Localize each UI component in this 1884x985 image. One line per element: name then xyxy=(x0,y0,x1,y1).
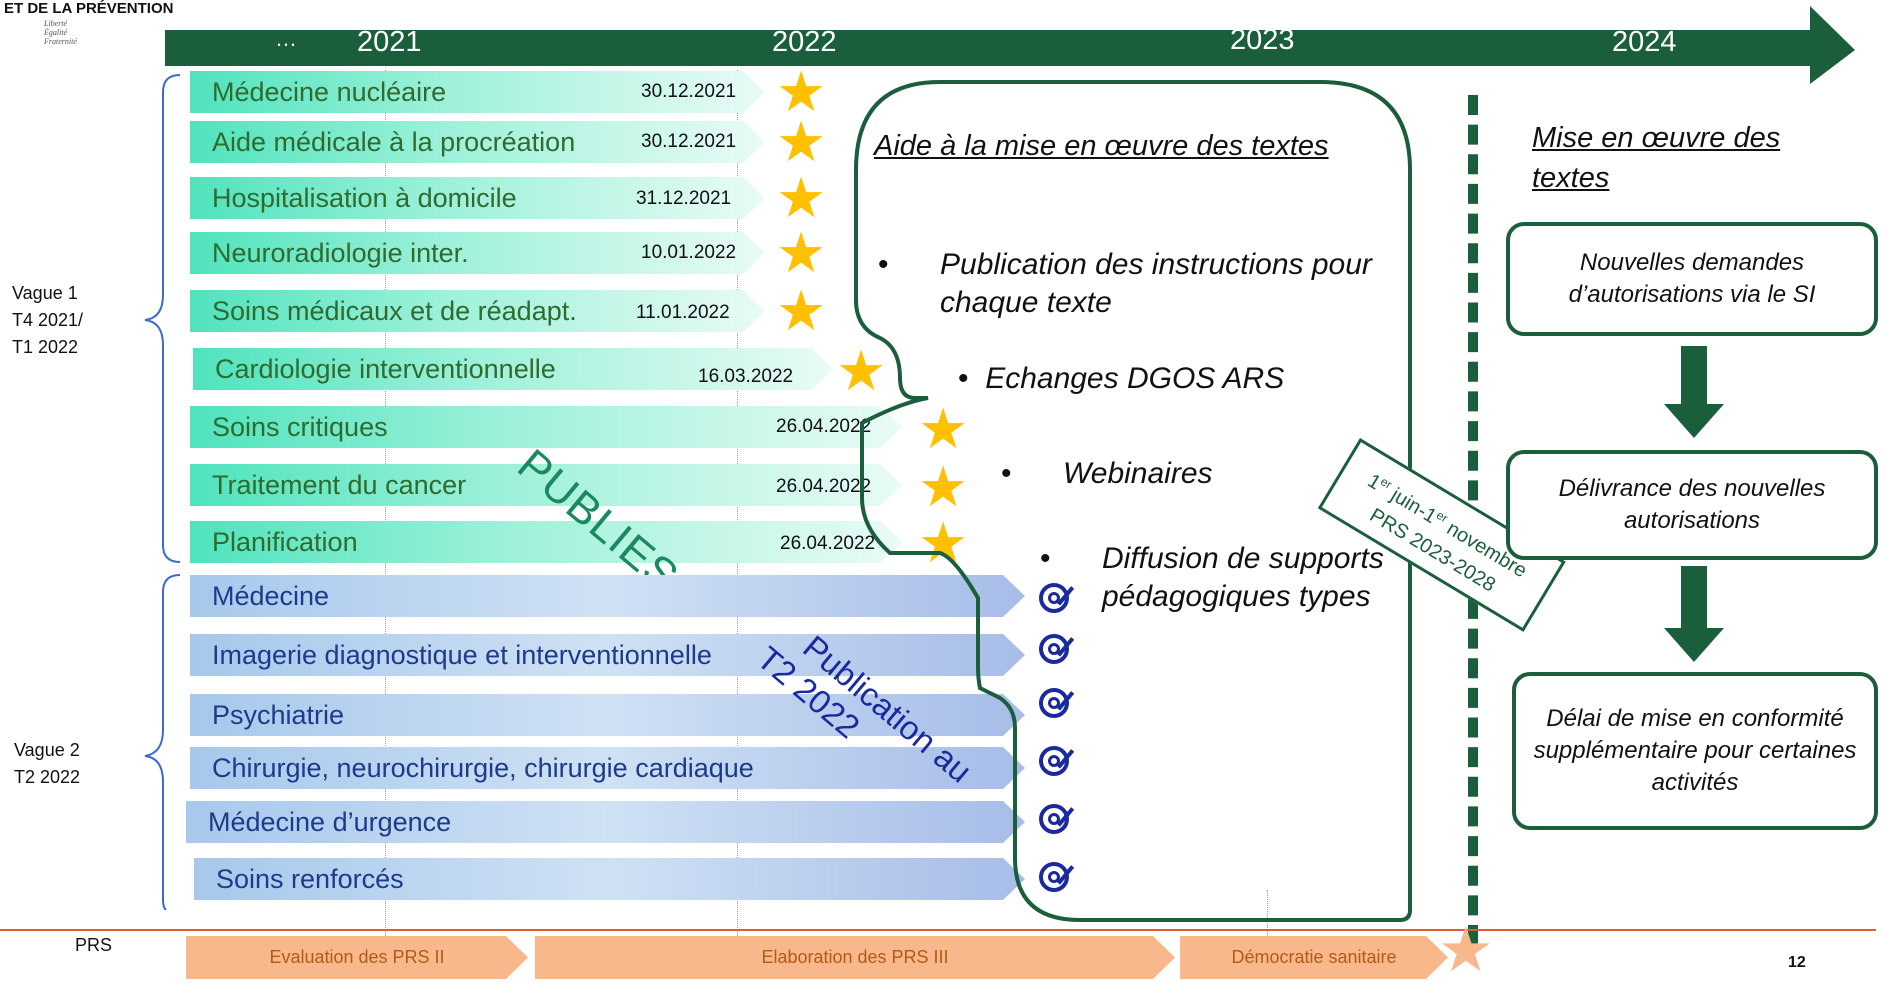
prs-line xyxy=(0,929,1876,931)
aide-bullet: • Diffusion de supports pédagogiques typ… xyxy=(1040,542,1384,613)
wave1-date: 10.01.2022 xyxy=(641,242,737,263)
wave1-item: Soins médicaux et de réadapt. xyxy=(190,290,765,332)
wave2-item: Chirurgie, neurochirurgie, chirurgie car… xyxy=(190,747,1025,789)
wave1-item: Hospitalisation à domicile xyxy=(190,177,765,219)
aide-bullet: • Publication des instructions pour chaq… xyxy=(878,248,1372,319)
aide-title: Aide à la mise en œuvre des textes xyxy=(874,130,1329,162)
prs-phase: Evaluation des PRS II xyxy=(186,936,528,979)
mise-step: Nouvelles demandes d’autorisations via l… xyxy=(1506,222,1878,336)
wave2-item: Médecine d’urgence xyxy=(186,801,1025,843)
wave1-date: 30.12.2021 xyxy=(641,131,737,152)
target-icon xyxy=(1039,583,1069,613)
wave1-item: Soins critiques xyxy=(190,406,902,448)
wave1-item: Neuroradiologie inter. xyxy=(190,232,765,274)
wave1-item: Planification xyxy=(190,521,902,563)
wave2-item: Médecine xyxy=(190,575,1025,617)
republic-motto: Liberté Égalité Fraternité xyxy=(44,19,77,46)
wave1-date: 30.12.2021 xyxy=(641,81,737,102)
mise-step: Délivrance des nouvelles autorisations xyxy=(1506,450,1878,560)
star-icon: ★ xyxy=(918,397,969,460)
wave1-date: 26.04.2022 xyxy=(780,533,876,554)
year-2023: 2023 xyxy=(1230,24,1295,56)
prs-phase: Démocratie sanitaire xyxy=(1180,936,1448,979)
target-icon xyxy=(1039,634,1069,664)
wave-braces xyxy=(144,74,181,910)
wave1-date: 11.01.2022 xyxy=(636,302,730,323)
arrow-down-icon xyxy=(1664,566,1724,662)
year-2021: 2021 xyxy=(357,26,422,58)
target-icon xyxy=(1039,688,1069,718)
mise-step: Délai de mise en conformité supplémentai… xyxy=(1512,672,1878,830)
wave1-item: Traitement du cancer xyxy=(190,464,902,506)
timeline-ellipsis: … xyxy=(275,26,297,51)
ministry-line: ET DE LA PRÉVENTION xyxy=(4,0,174,17)
wave2-item: Psychiatrie xyxy=(190,694,1025,736)
timeline-arrow xyxy=(165,6,1855,84)
wave1-date: 16.03.2022 xyxy=(698,366,794,387)
gridline-2022 xyxy=(737,70,738,950)
gridline-2021 xyxy=(385,70,386,950)
wave2-item: Soins renforcés xyxy=(194,858,1025,900)
mise-title: Mise en œuvre des textes xyxy=(1532,122,1781,194)
star-icon: ★ xyxy=(776,221,827,284)
aide-box-outline xyxy=(854,80,1412,922)
wave1-item: Cardiologie interventionnelle xyxy=(193,348,833,390)
star-icon: ★ xyxy=(776,166,827,229)
arrow-down-icon xyxy=(1664,346,1724,438)
wave1-date: 26.04.2022 xyxy=(776,476,872,497)
target-icon xyxy=(1039,862,1069,892)
page-number: 12 xyxy=(1788,954,1806,971)
wave1-item: Aide médicale à la procréation xyxy=(190,121,765,163)
star-icon: ★ xyxy=(918,455,969,518)
year-2022: 2022 xyxy=(772,26,837,58)
prs-phase: Elaboration des PRS III xyxy=(535,936,1175,979)
star-icon: ★ xyxy=(776,60,827,123)
wave1-date: 31.12.2021 xyxy=(636,188,732,209)
wave1-item: Médecine nucléaire xyxy=(190,71,765,113)
target-icon xyxy=(1039,746,1069,776)
aide-bullet: • Echanges DGOS ARS xyxy=(958,362,1285,395)
year-2024: 2024 xyxy=(1612,26,1677,58)
star-icon: ★ xyxy=(918,511,969,574)
star-icon: ★ xyxy=(776,110,827,173)
prs-label: PRS xyxy=(75,935,113,955)
star-icon: ★ xyxy=(1438,916,1494,985)
star-icon: ★ xyxy=(776,279,827,342)
aide-bullet: • Webinaires xyxy=(1001,457,1213,490)
star-icon: ★ xyxy=(836,339,887,402)
wave2-item: Imagerie diagnostique et interventionnel… xyxy=(190,634,1025,676)
wave1-date: 26.04.2022 xyxy=(776,416,872,437)
target-icon xyxy=(1039,804,1069,834)
